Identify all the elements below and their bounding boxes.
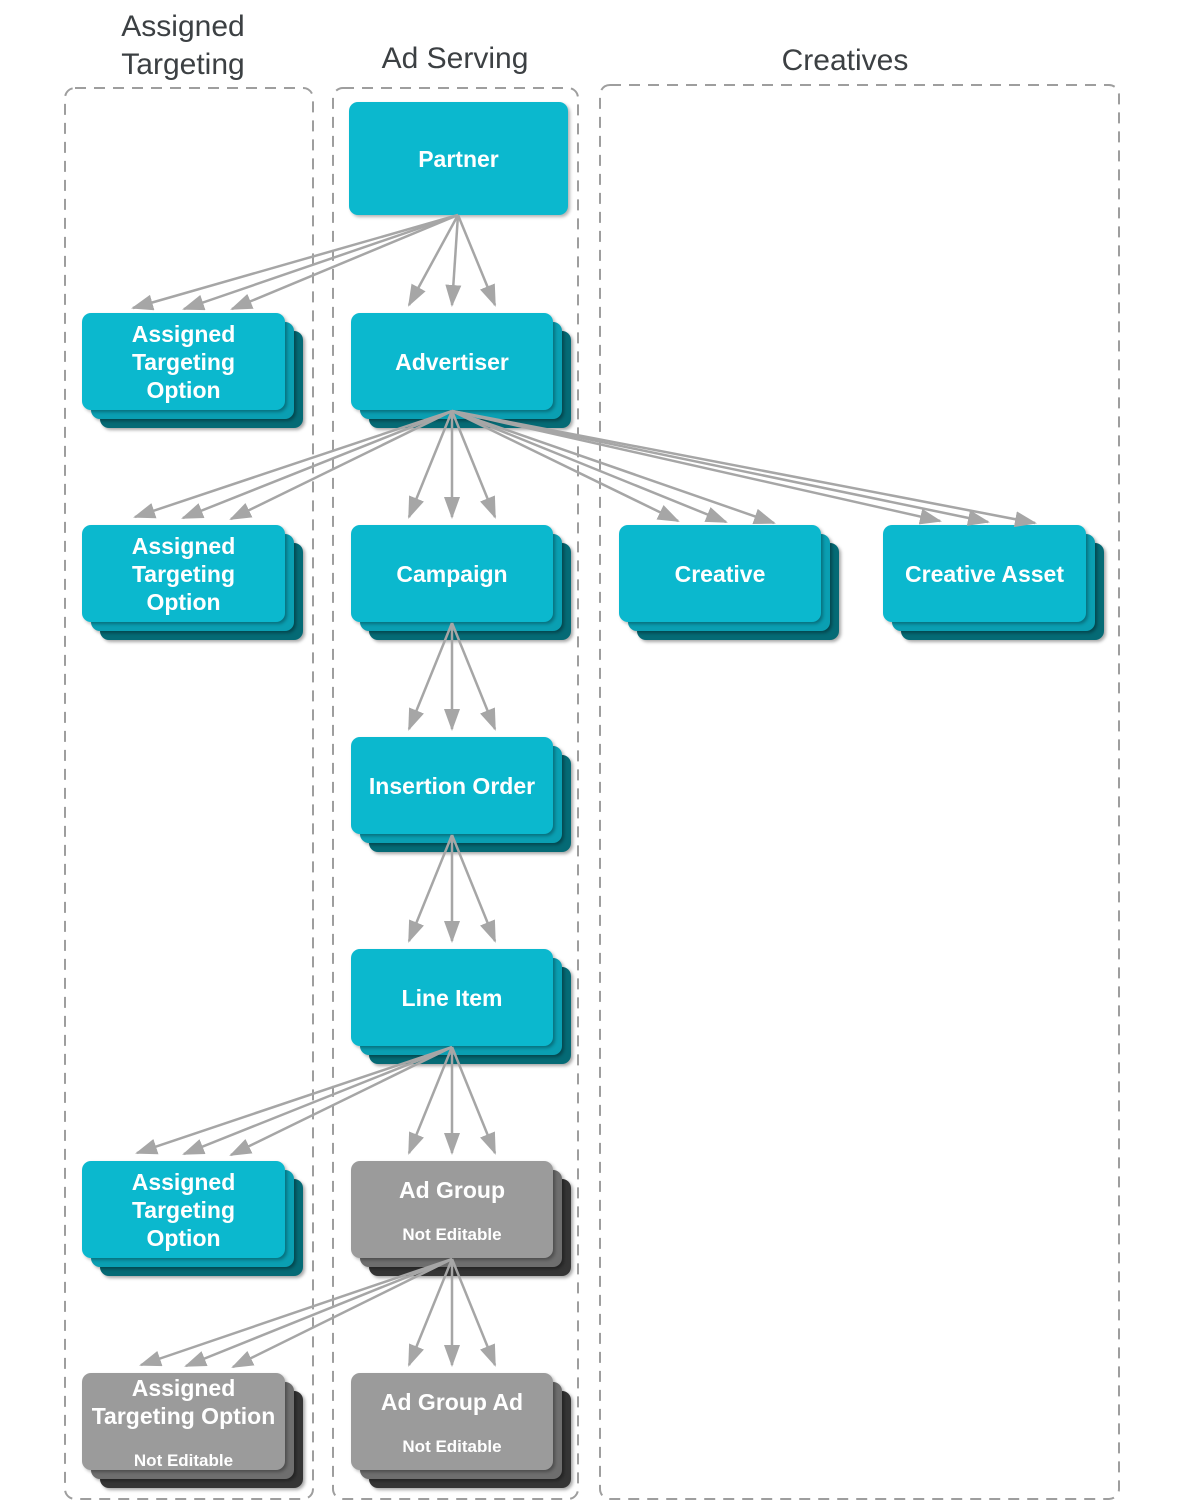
node-face: Assigned Targeting Option [82,525,285,622]
node-label: Creative Asset [905,560,1064,587]
column-border-assigned-targeting [64,87,314,1500]
node-label: Ad Group [398,1177,506,1203]
arrow-partner-to-advertiser [407,214,460,307]
node-sublabel: Not Editable [402,1225,502,1244]
node-creative-asset: Creative Asset [883,525,1104,640]
node-face: Campaign [351,525,553,622]
node-face: Line Item [351,949,553,1046]
node-advertiser: Advertiser [351,313,571,428]
node-label: Advertiser [395,348,509,375]
node-face: Ad Group Ad Not Editable [351,1373,553,1470]
arrow-partner-to-assigned-targeting-option [230,213,459,311]
node-face: Advertiser [351,313,553,410]
node-label: Insertion Order [368,772,536,799]
node-label: Assigned Targeting Option [131,320,236,403]
node-label: Line Item [401,984,503,1011]
node-campaign: Campaign [351,525,571,640]
node-face: Assigned Targeting Option [82,313,285,410]
node-ad-group-ad: Ad Group Ad Not Editable [351,1373,571,1488]
node-label: Assigned Targeting Option [131,532,236,615]
node-face: Partner [349,102,568,215]
node-creative: Creative [619,525,839,640]
column-title-creatives: Creatives [781,44,909,77]
node-label: Partner [418,145,499,172]
node-label: Campaign [396,560,508,587]
node-label: Ad Group Ad [380,1389,524,1415]
arrow-partner-to-assigned-targeting-option [182,213,459,311]
node-assigned-targeting-option-1: Assigned Targeting Option [82,313,303,428]
node-face: Assigned Targeting Option [82,1161,285,1258]
node-label: Assigned Targeting Option [131,1168,236,1251]
node-face: Creative Asset [883,525,1086,622]
node-sublabel: Not Editable [402,1437,502,1456]
node-line-item: Line Item [351,949,571,1064]
arrow-partner-to-assigned-targeting-option [131,213,459,311]
node-partner: Partner [349,102,568,215]
column-border-creatives [599,84,1120,1500]
node-insertion-order: Insertion Order [351,737,571,852]
column-title-ad-serving: Ad Serving [381,42,529,75]
node-assigned-targeting-option-2: Assigned Targeting Option [82,525,303,640]
node-assigned-targeting-option-3: Assigned Targeting Option [82,1161,303,1276]
node-label: Assigned Targeting Option [91,1375,276,1429]
arrow-partner-to-advertiser [456,214,497,307]
column-title-assigned-targeting: Assigned Targeting [121,10,245,81]
node-sublabel: Not Editable [133,1451,234,1470]
node-label: Creative [674,560,766,587]
node-face: Creative [619,525,821,622]
arrow-partner-to-advertiser [445,214,462,307]
node-face: Insertion Order [351,737,553,834]
